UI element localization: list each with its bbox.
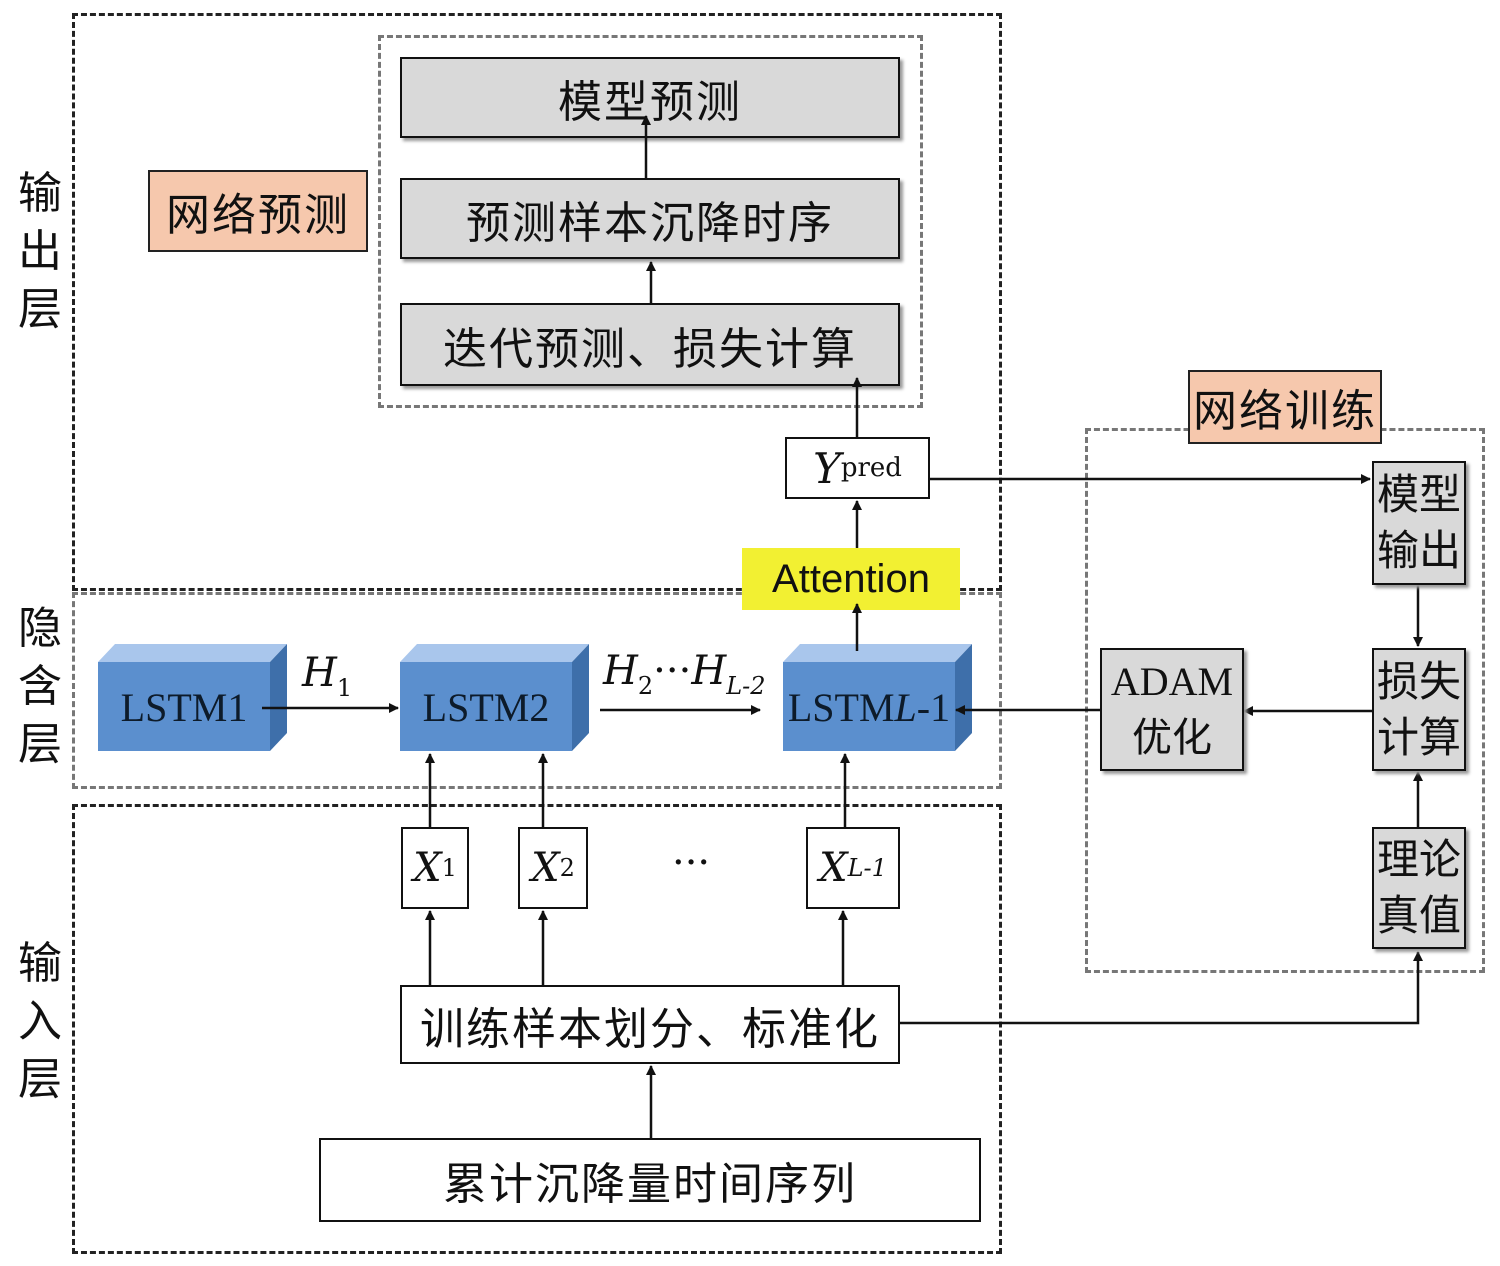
- lstm2-front-face: [400, 662, 572, 751]
- prediction-region: [378, 35, 923, 408]
- lstml-label-prefix: LSTM: [787, 685, 895, 730]
- h2-sub: 2: [637, 672, 654, 700]
- model-output-line1: 模型: [1376, 470, 1461, 519]
- truth-box: 理论 真值: [1372, 827, 1466, 949]
- h1-sub: 1: [336, 674, 353, 702]
- lstm1-top-face: [98, 644, 287, 662]
- lstm2-label: LSTM2: [422, 685, 550, 730]
- model-output-box: 模型 输出: [1372, 461, 1466, 585]
- iterate-loss-box: 迭代预测、损失计算: [400, 303, 900, 386]
- hidden-layer-label: 隐含层: [18, 603, 62, 770]
- adam-line1: ADAM: [1110, 658, 1234, 704]
- lstm1-label: LSTM1: [120, 685, 248, 730]
- loss-line2: 计算: [1376, 712, 1461, 762]
- x2-sub: 2: [559, 854, 575, 882]
- lstml-label-suffix: -1: [916, 685, 951, 730]
- network-prediction-tag: 网络预测: [148, 170, 368, 252]
- h1-label: H1: [302, 650, 352, 702]
- input-layer-label: 输入层: [18, 938, 62, 1105]
- lstm2-side-face: [572, 644, 589, 751]
- arrow-split-to-truth: [900, 951, 1423, 1025]
- hl-sub: L-2: [726, 672, 766, 700]
- xl-main: X: [819, 845, 848, 891]
- x2-main: X: [531, 845, 560, 891]
- y-pred-main: Y: [813, 443, 841, 493]
- lstm1-side-face: [270, 644, 287, 751]
- loss-box: 损失 计算: [1372, 648, 1466, 771]
- lstm1-front-face: [98, 662, 270, 751]
- h2-main: H: [603, 648, 638, 694]
- model-output-line2: 输出: [1376, 526, 1461, 575]
- attention-box: Attention: [742, 548, 960, 610]
- input-layer-region: [72, 804, 1002, 1254]
- x-dots: ···: [672, 840, 711, 886]
- h1-main: H: [302, 650, 337, 696]
- x1-main: X: [413, 845, 442, 891]
- y-pred-sub: pred: [840, 453, 902, 483]
- truth-line1: 理论: [1376, 835, 1461, 884]
- hidden-layer-region: [72, 592, 1002, 789]
- lstml-top-face: [783, 644, 972, 662]
- hl-main: H: [691, 648, 727, 694]
- predict-sequence-box: 预测样本沉降时序: [400, 178, 900, 259]
- adam-box: ADAM 优化: [1100, 648, 1244, 771]
- lstml-label-italic: L: [894, 685, 917, 730]
- cumulative-series-box: 累计沉降量时间序列: [319, 1138, 981, 1222]
- split-normalize-box: 训练样本划分、标准化: [400, 985, 900, 1064]
- loss-line1: 损失: [1376, 656, 1461, 706]
- truth-line2: 真值: [1376, 891, 1461, 940]
- lstml-front-face: [783, 662, 955, 751]
- output-layer-region: [72, 13, 1002, 591]
- x1-sub: 1: [441, 854, 457, 882]
- lstm2-top-face: [400, 644, 589, 662]
- adam-line2: 优化: [1132, 714, 1212, 761]
- xl-sub: L-1: [847, 854, 887, 882]
- lstml-side-face: [955, 644, 972, 751]
- h-dots: ···: [653, 648, 692, 694]
- lstml-label: LSTML-1: [783, 684, 955, 731]
- h2-hl-label: H2···HL-2: [603, 648, 766, 700]
- output-layer-label: 输出层: [18, 168, 62, 335]
- network-training-tag: 网络训练: [1188, 370, 1382, 444]
